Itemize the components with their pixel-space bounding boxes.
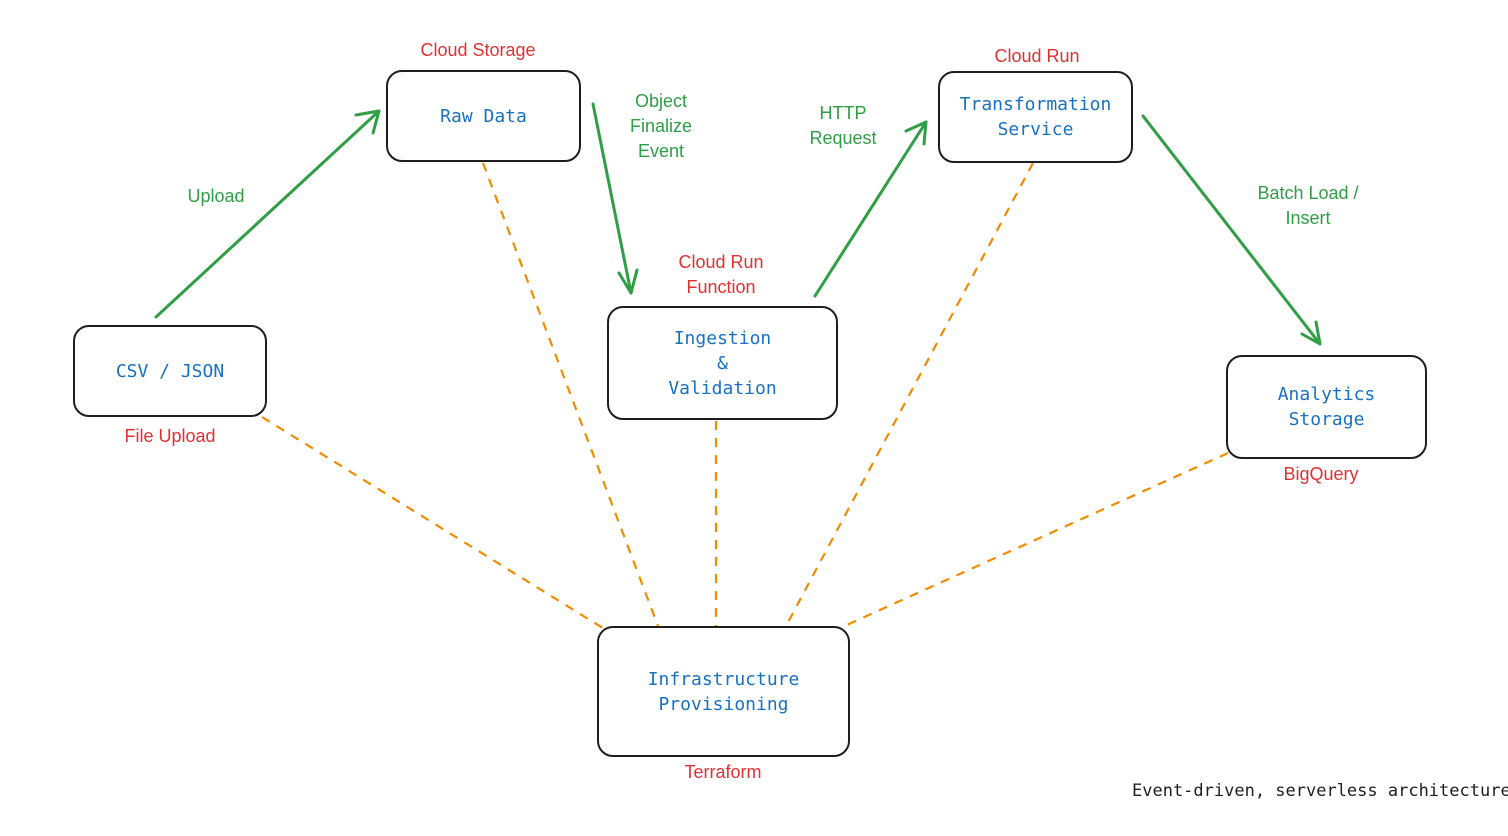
provision-line-analytics — [839, 451, 1229, 630]
terraform-service-label: Terraform — [684, 762, 762, 782]
object-finalize-edge-label: Object Finalize Event — [629, 91, 693, 161]
cloud-run-function-service-label: Cloud Run Function — [678, 252, 764, 297]
provision-line-transformation — [785, 162, 1034, 627]
infrastructure-provisioning-node[interactable]: Infrastructure Provisioning — [597, 626, 850, 757]
analytics-storage-label: Analytics Storage — [1277, 384, 1376, 430]
object-finalize-arrow — [591, 102, 639, 295]
cloud-storage-service-label: Cloud Storage — [420, 40, 536, 60]
provision-line-raw-data — [481, 162, 660, 627]
provision-line-file-upload — [261, 416, 607, 631]
transformation-service-label: Transformation Service — [959, 94, 1112, 140]
csv-json-label: CSV / JSON — [115, 360, 225, 382]
csv-json-node[interactable]: CSV / JSON — [73, 325, 267, 417]
analytics-storage-node[interactable]: Analytics Storage — [1226, 355, 1427, 459]
batch-load-arrow — [1141, 114, 1322, 346]
http-request-arrow — [813, 120, 928, 298]
batch-load-edge-label: Batch Load / Insert — [1257, 183, 1359, 228]
http-request-edge-label: HTTP Request — [809, 103, 877, 148]
upload-edge-label: Upload — [187, 186, 245, 206]
architecture-caption: Event-driven, serverless architecture — [1132, 781, 1508, 801]
raw-data-label: Raw Data — [440, 105, 527, 127]
infrastructure-provisioning-label: Infrastructure Provisioning — [647, 668, 800, 715]
transformation-service-node[interactable]: Transformation Service — [938, 71, 1133, 163]
ingestion-validation-label: Ingestion & Validation — [668, 327, 777, 399]
ingestion-validation-node[interactable]: Ingestion & Validation — [607, 306, 838, 420]
file-upload-service-label: File Upload — [124, 426, 216, 446]
bigquery-service-label: BigQuery — [1283, 464, 1359, 484]
upload-arrow — [154, 109, 381, 319]
cloud-run-service-label: Cloud Run — [994, 46, 1080, 66]
raw-data-node[interactable]: Raw Data — [386, 70, 581, 162]
